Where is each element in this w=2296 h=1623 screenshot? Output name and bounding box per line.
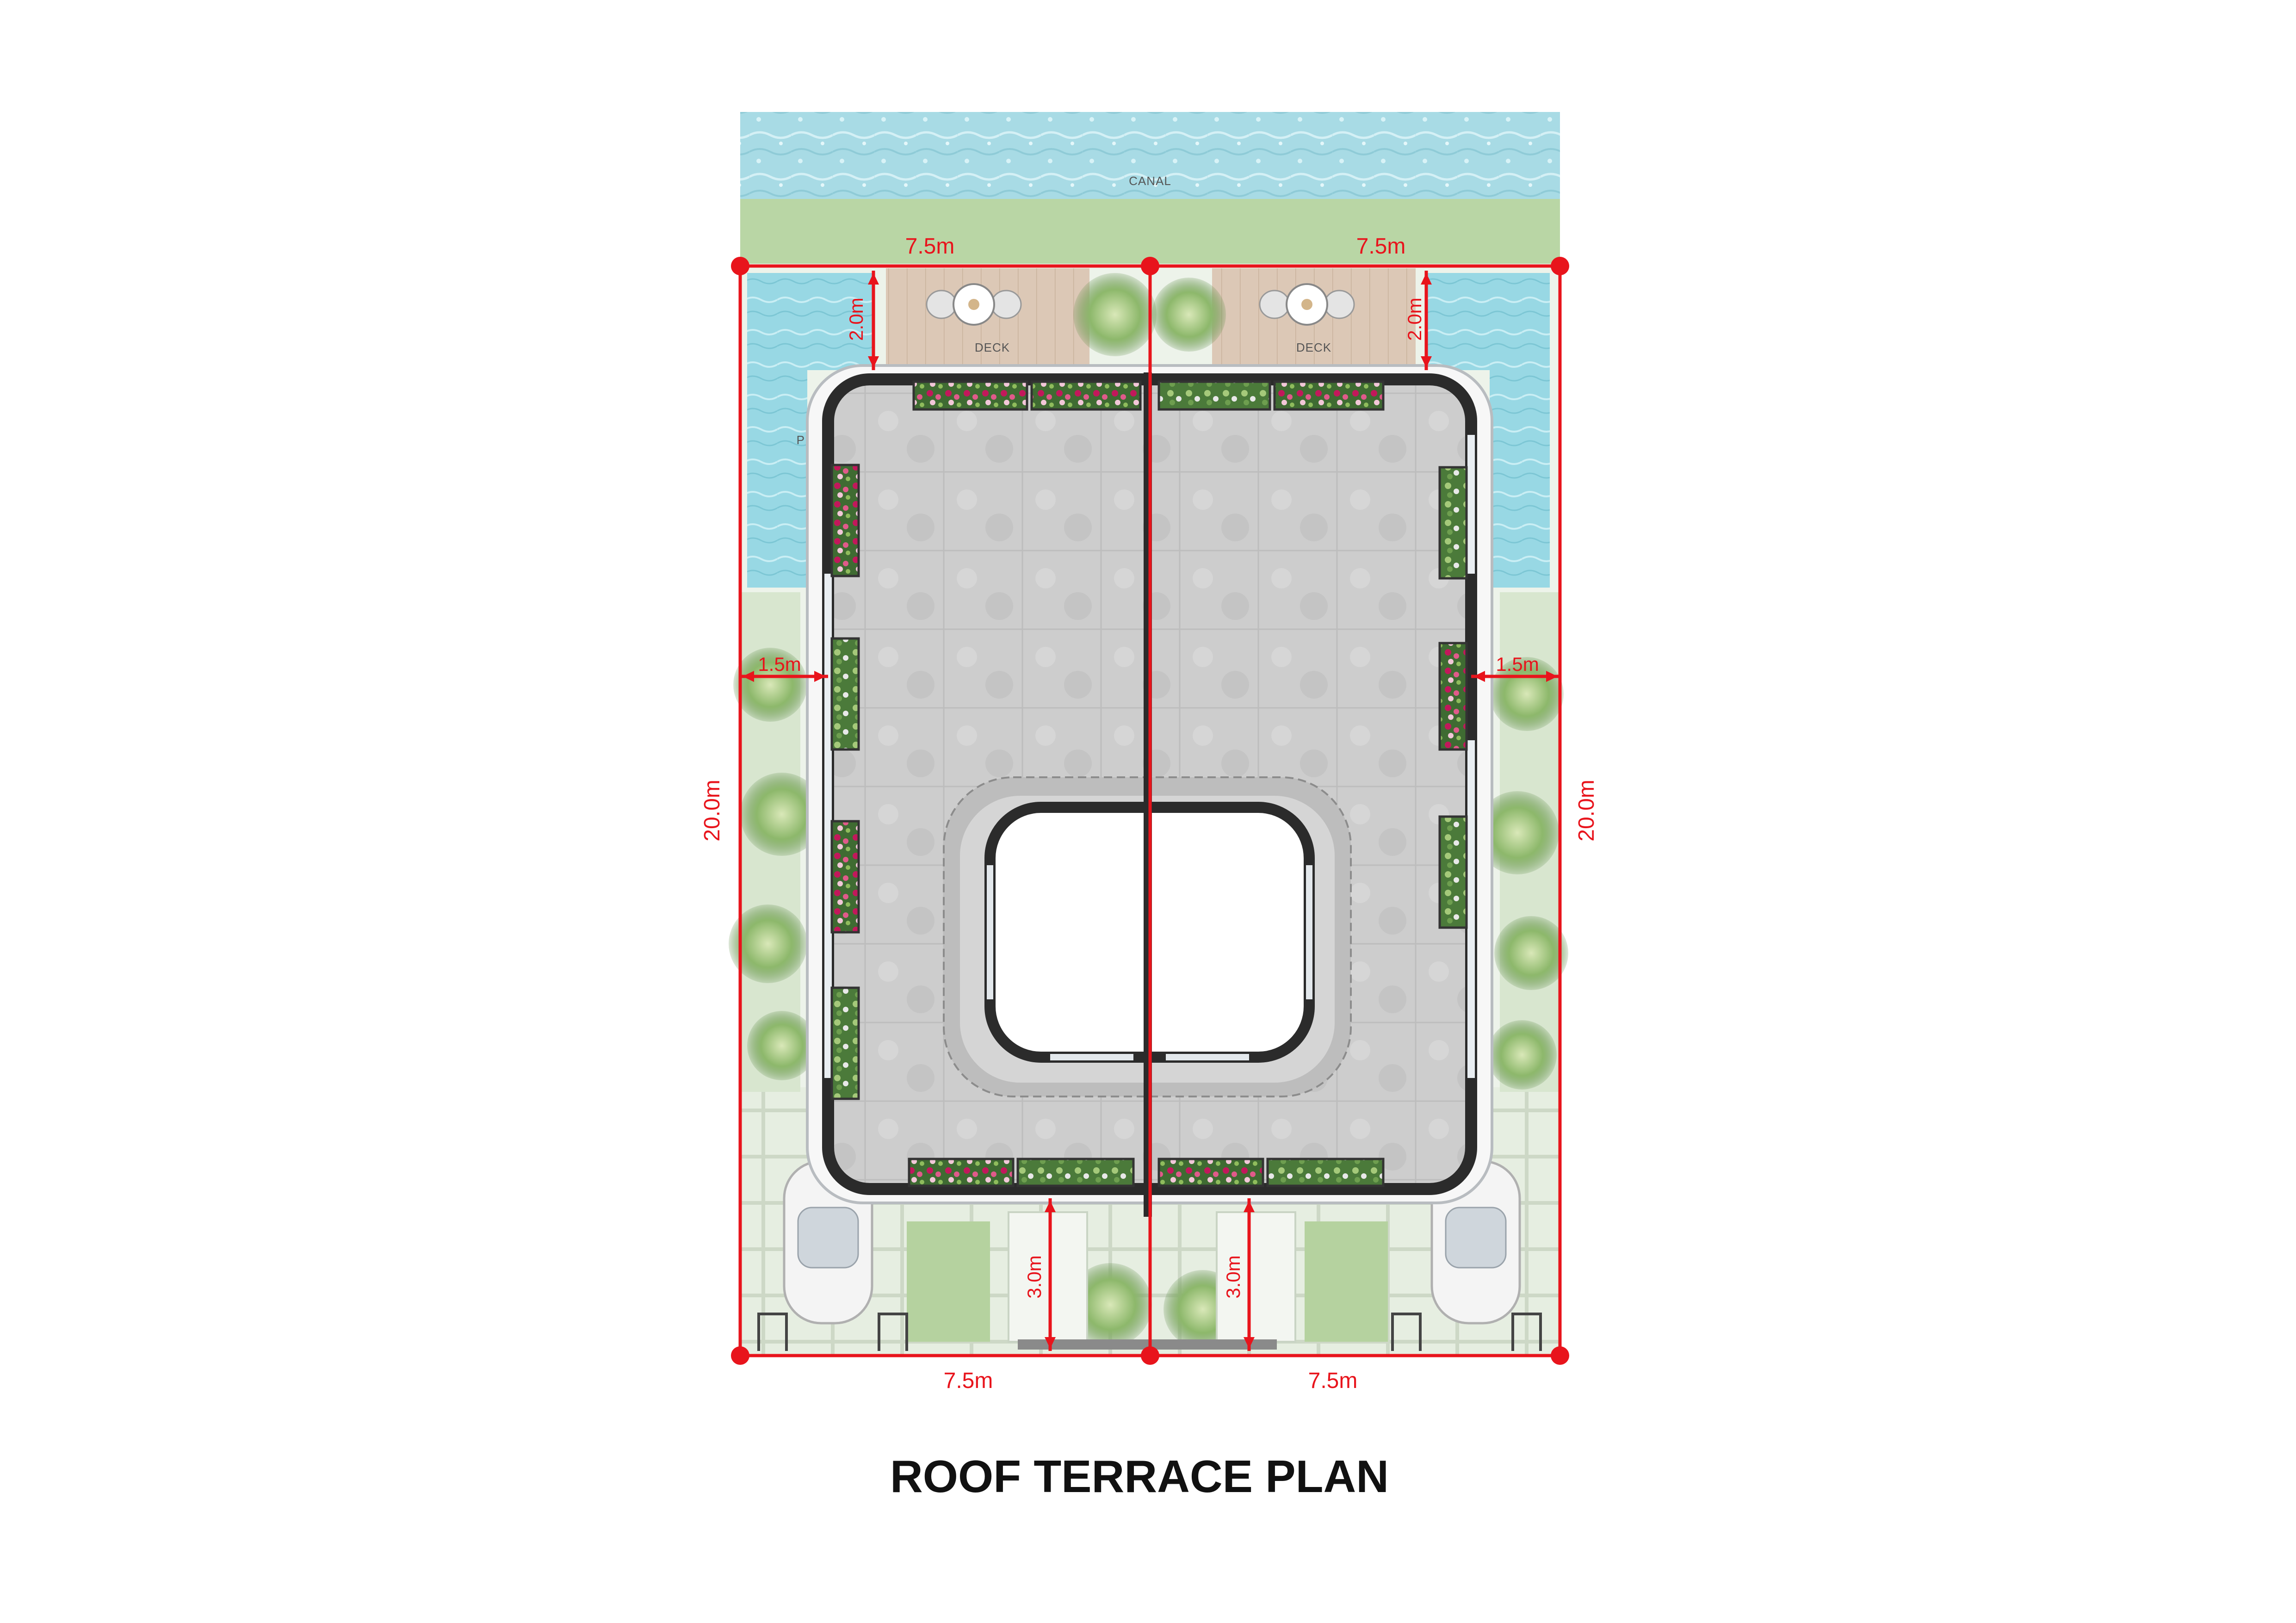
planter — [1157, 380, 1271, 411]
planter — [908, 1158, 1015, 1187]
planters — [830, 380, 1468, 1187]
dim-bottom-right: 7.5m — [1308, 1369, 1358, 1393]
dim-right-deck-setback: 2.0m — [1404, 297, 1425, 341]
planter — [1438, 466, 1468, 580]
plan-title: ROOF TERRACE PLAN — [890, 1451, 1389, 1502]
front-garden — [907, 1211, 1388, 1350]
planter — [1438, 642, 1468, 751]
planter — [1157, 1158, 1264, 1187]
dim-left-depth: 20.0m — [700, 780, 724, 841]
palm-tree-icon — [1494, 916, 1568, 990]
canal-lawn — [740, 199, 1560, 264]
dim-left-side-setback: 1.5m — [758, 653, 801, 675]
deck-left-label: DECK — [975, 341, 1010, 354]
table-chairs-right — [1259, 283, 1355, 326]
table-chairs-left — [926, 283, 1022, 326]
palm-tree-icon — [747, 1011, 817, 1080]
planter — [830, 637, 860, 751]
pool-label-partial: P — [797, 433, 805, 447]
palm-tree-icon — [1152, 278, 1226, 352]
dim-top-left: 7.5m — [905, 234, 955, 259]
dim-right-front-setback: 3.0m — [1222, 1255, 1244, 1298]
deck-right-label: DECK — [1296, 341, 1331, 354]
boundary-node — [1141, 257, 1159, 275]
entry-gates — [757, 1313, 1542, 1351]
planter — [1016, 1158, 1135, 1187]
palm-tree-icon — [1069, 1263, 1152, 1346]
planter — [912, 380, 1028, 411]
dimension-nodes — [731, 257, 1569, 1365]
dim-top-right: 7.5m — [1356, 234, 1406, 259]
dim-left-front-setback: 3.0m — [1023, 1255, 1045, 1298]
dimension-arrowheads — [743, 273, 1558, 1349]
pool-right — [1425, 273, 1550, 588]
boundary-node — [1141, 1346, 1159, 1365]
dim-left-deck-setback: 2.0m — [845, 297, 867, 341]
planter — [1438, 815, 1468, 929]
planter — [1273, 380, 1385, 411]
glass-balustrades — [824, 435, 1475, 1078]
palm-tree-icon — [729, 904, 807, 983]
palm-tree-icon — [1073, 273, 1157, 356]
pool-left: P — [747, 273, 872, 588]
boundary-node — [1551, 257, 1569, 275]
deck-right: DECK — [1212, 268, 1416, 365]
planter — [1030, 380, 1142, 411]
car-right — [1430, 1160, 1521, 1325]
canal-label: CANAL — [1129, 174, 1171, 188]
dim-right-side-setback: 1.5m — [1496, 653, 1539, 675]
dim-right-depth: 20.0m — [1574, 780, 1599, 841]
planter — [1266, 1158, 1385, 1187]
canal: CANAL — [740, 112, 1560, 199]
planter — [830, 986, 860, 1100]
planter — [830, 464, 860, 577]
boundary-node — [731, 1346, 749, 1365]
palm-tree-icon — [740, 773, 823, 856]
boundary-node — [1551, 1346, 1569, 1365]
dim-bottom-left: 7.5m — [944, 1369, 993, 1393]
boundary-node — [731, 257, 749, 275]
palm-tree-icon — [1487, 1020, 1557, 1090]
palm-tree-icon — [733, 648, 807, 722]
planter — [830, 820, 860, 934]
palm-tree-icon — [1476, 791, 1559, 874]
deck-left: DECK — [886, 268, 1089, 365]
